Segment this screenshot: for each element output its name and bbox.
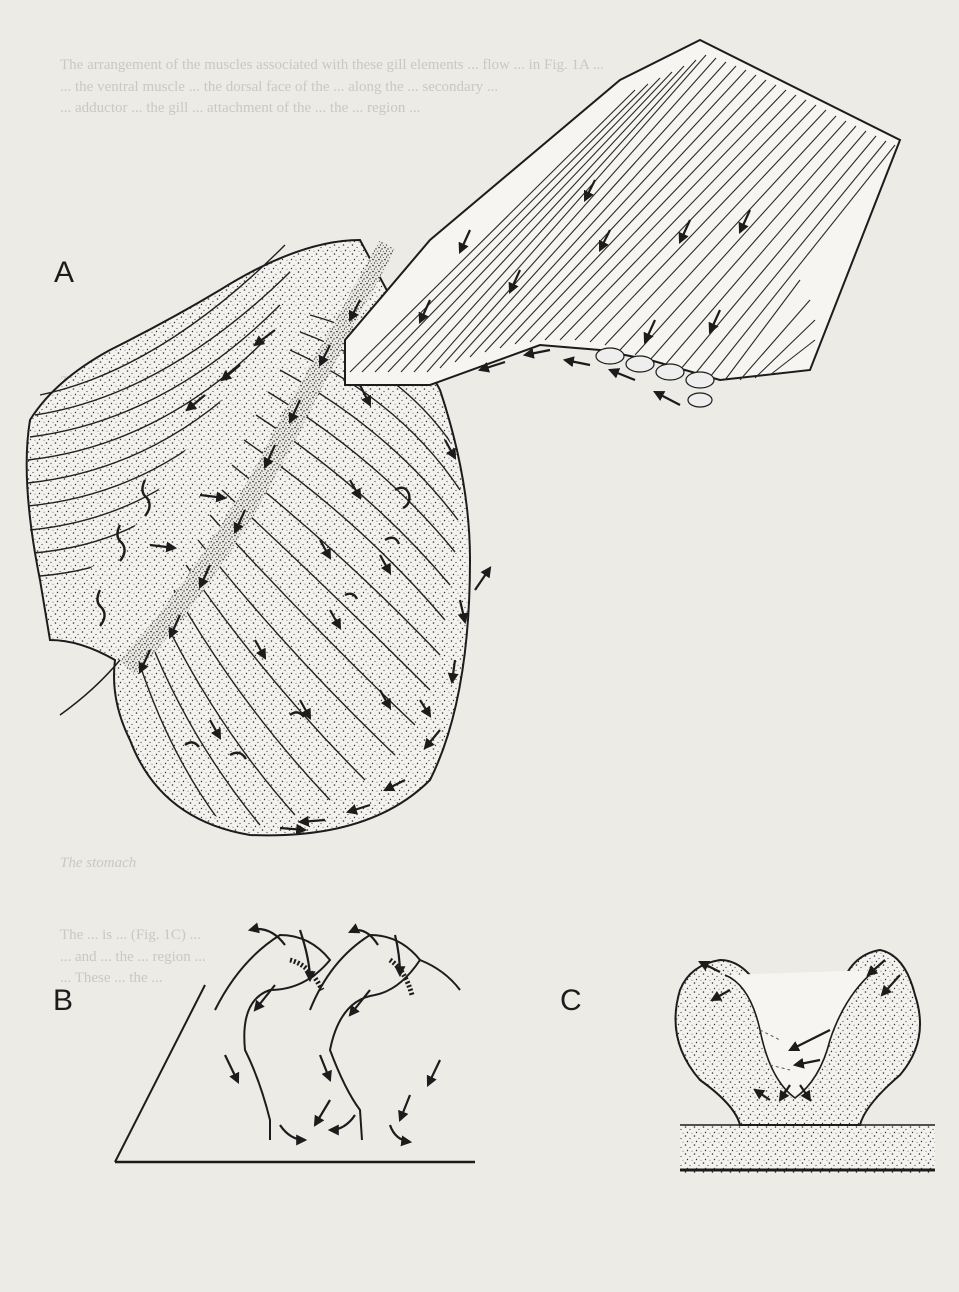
flow-arrow (525, 350, 550, 355)
flow-arrow (565, 360, 590, 365)
flow-arrows-b (225, 929, 440, 1142)
flow-arrow (655, 392, 680, 405)
panel-c: C (560, 950, 935, 1173)
muscle-block (345, 40, 900, 407)
flow-arrow (320, 1055, 330, 1080)
panel-label-a: A (54, 256, 74, 289)
flow-arrow (350, 930, 378, 945)
flow-arrow (330, 1115, 355, 1130)
filament-1 (215, 935, 330, 1140)
flow-arrow (300, 930, 310, 980)
flow-arrow (610, 370, 635, 380)
panel-c-base (680, 1125, 935, 1173)
panel-a: A (27, 40, 900, 835)
flow-arrow (475, 568, 490, 590)
flow-arrow (428, 1060, 440, 1085)
panel-b: B (53, 929, 475, 1162)
panel-label-b: B (53, 984, 73, 1017)
panel-label-c: C (560, 984, 582, 1017)
flow-arrow (400, 1095, 410, 1120)
flow-arrow (225, 1055, 238, 1082)
flow-arrow (280, 1125, 305, 1140)
flow-arrow (350, 990, 370, 1015)
flow-arrow (395, 935, 400, 975)
flow-arrow (390, 1125, 410, 1142)
flow-arrow (315, 1100, 330, 1125)
